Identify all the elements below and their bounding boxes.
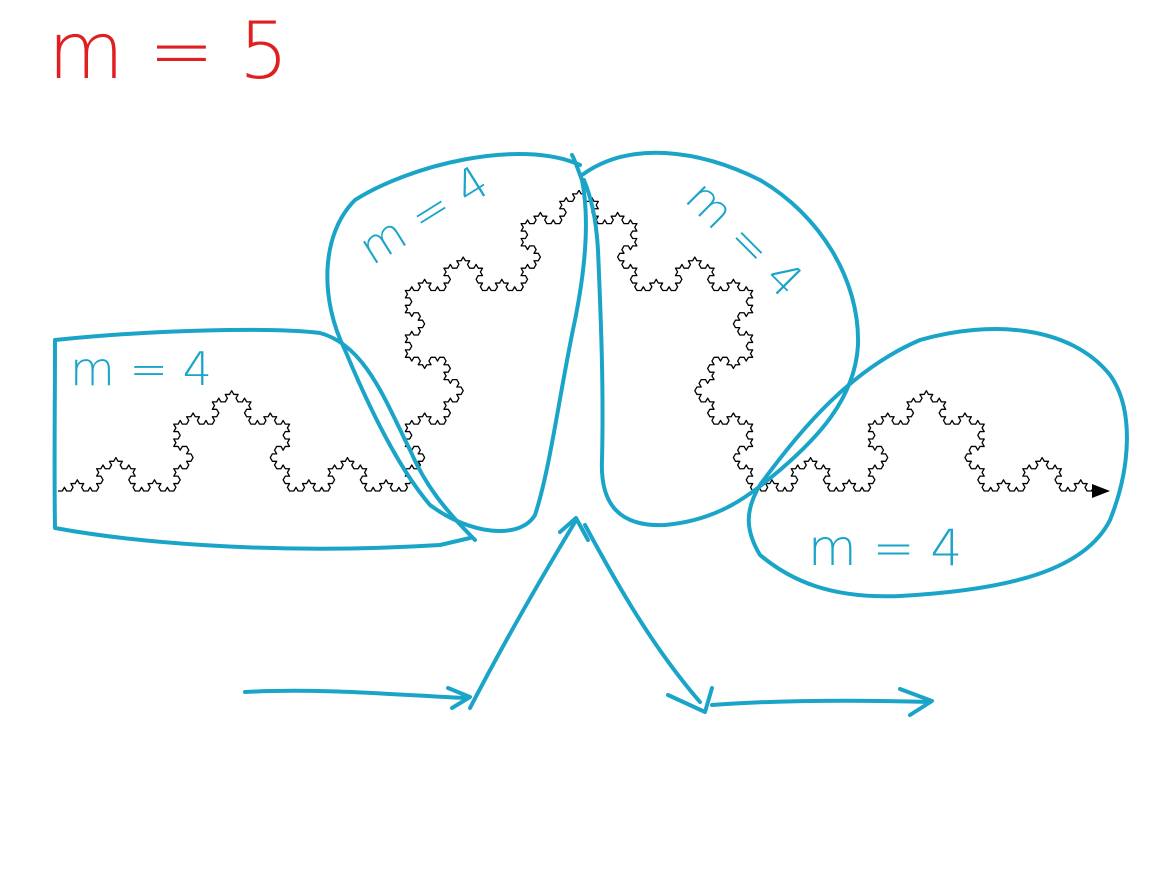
- arrowhead-4-icon: [898, 687, 934, 717]
- curve-end-arrow-icon: [1092, 484, 1110, 498]
- enclosure-part-4: [746, 327, 1129, 599]
- koch-part-1: [58, 390, 406, 492]
- enclosure-part-1: [52, 327, 477, 551]
- arrowhead-1-icon: [446, 686, 472, 710]
- title-m5: m = 5: [48, 7, 289, 97]
- enclosure-part-3: [580, 150, 861, 528]
- koch-part-4: [752, 390, 1100, 492]
- generator-segment-4: [710, 698, 932, 707]
- label-part-1: m = 4: [70, 342, 212, 396]
- koch-part-3: [578, 189, 754, 492]
- generator-segment-3: [583, 523, 702, 704]
- enclosure-part-2: [325, 152, 588, 533]
- label-part-4: m = 4: [808, 519, 962, 577]
- generator-segment-2: [468, 520, 577, 710]
- arrowhead-3-icon: [666, 686, 714, 714]
- koch-part-2: [404, 189, 580, 492]
- generator-schematic: [243, 516, 934, 717]
- arrowhead-2-icon: [558, 516, 590, 542]
- koch-curve: [58, 189, 1100, 492]
- label-part-3: m = 4: [675, 170, 814, 309]
- generator-segment-1: [243, 688, 467, 700]
- label-part-2: m = 4: [349, 154, 498, 275]
- part-enclosures: [52, 150, 1129, 599]
